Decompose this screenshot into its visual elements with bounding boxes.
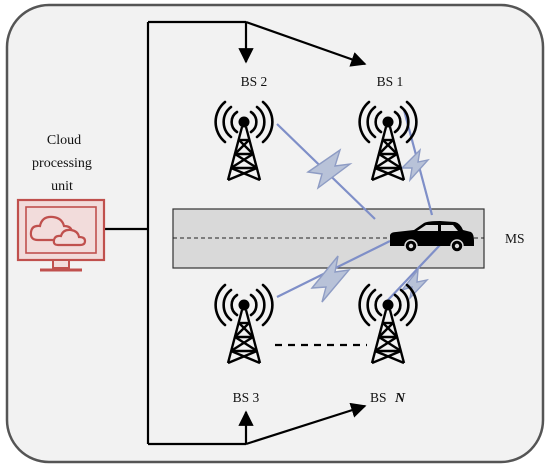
car-icon <box>390 221 474 253</box>
cloud-label-line2: processing <box>32 156 92 171</box>
cloud-label-line3: unit <box>51 179 73 194</box>
bs2-label: BS 2 <box>241 74 268 89</box>
backhaul-links <box>104 20 367 446</box>
bs3-label: BS 3 <box>233 390 260 405</box>
ms-label: MS <box>505 231 525 246</box>
monitor-icon <box>16 198 106 272</box>
bs1-label: BS 1 <box>377 74 404 89</box>
cloud-label-line1: Cloud <box>47 133 81 148</box>
wireless-bolt-icon <box>306 147 430 303</box>
bsn-label-prefix: BS <box>370 390 387 405</box>
cloud-icon <box>29 215 87 247</box>
bsn-label-symbol: N <box>394 391 406 406</box>
